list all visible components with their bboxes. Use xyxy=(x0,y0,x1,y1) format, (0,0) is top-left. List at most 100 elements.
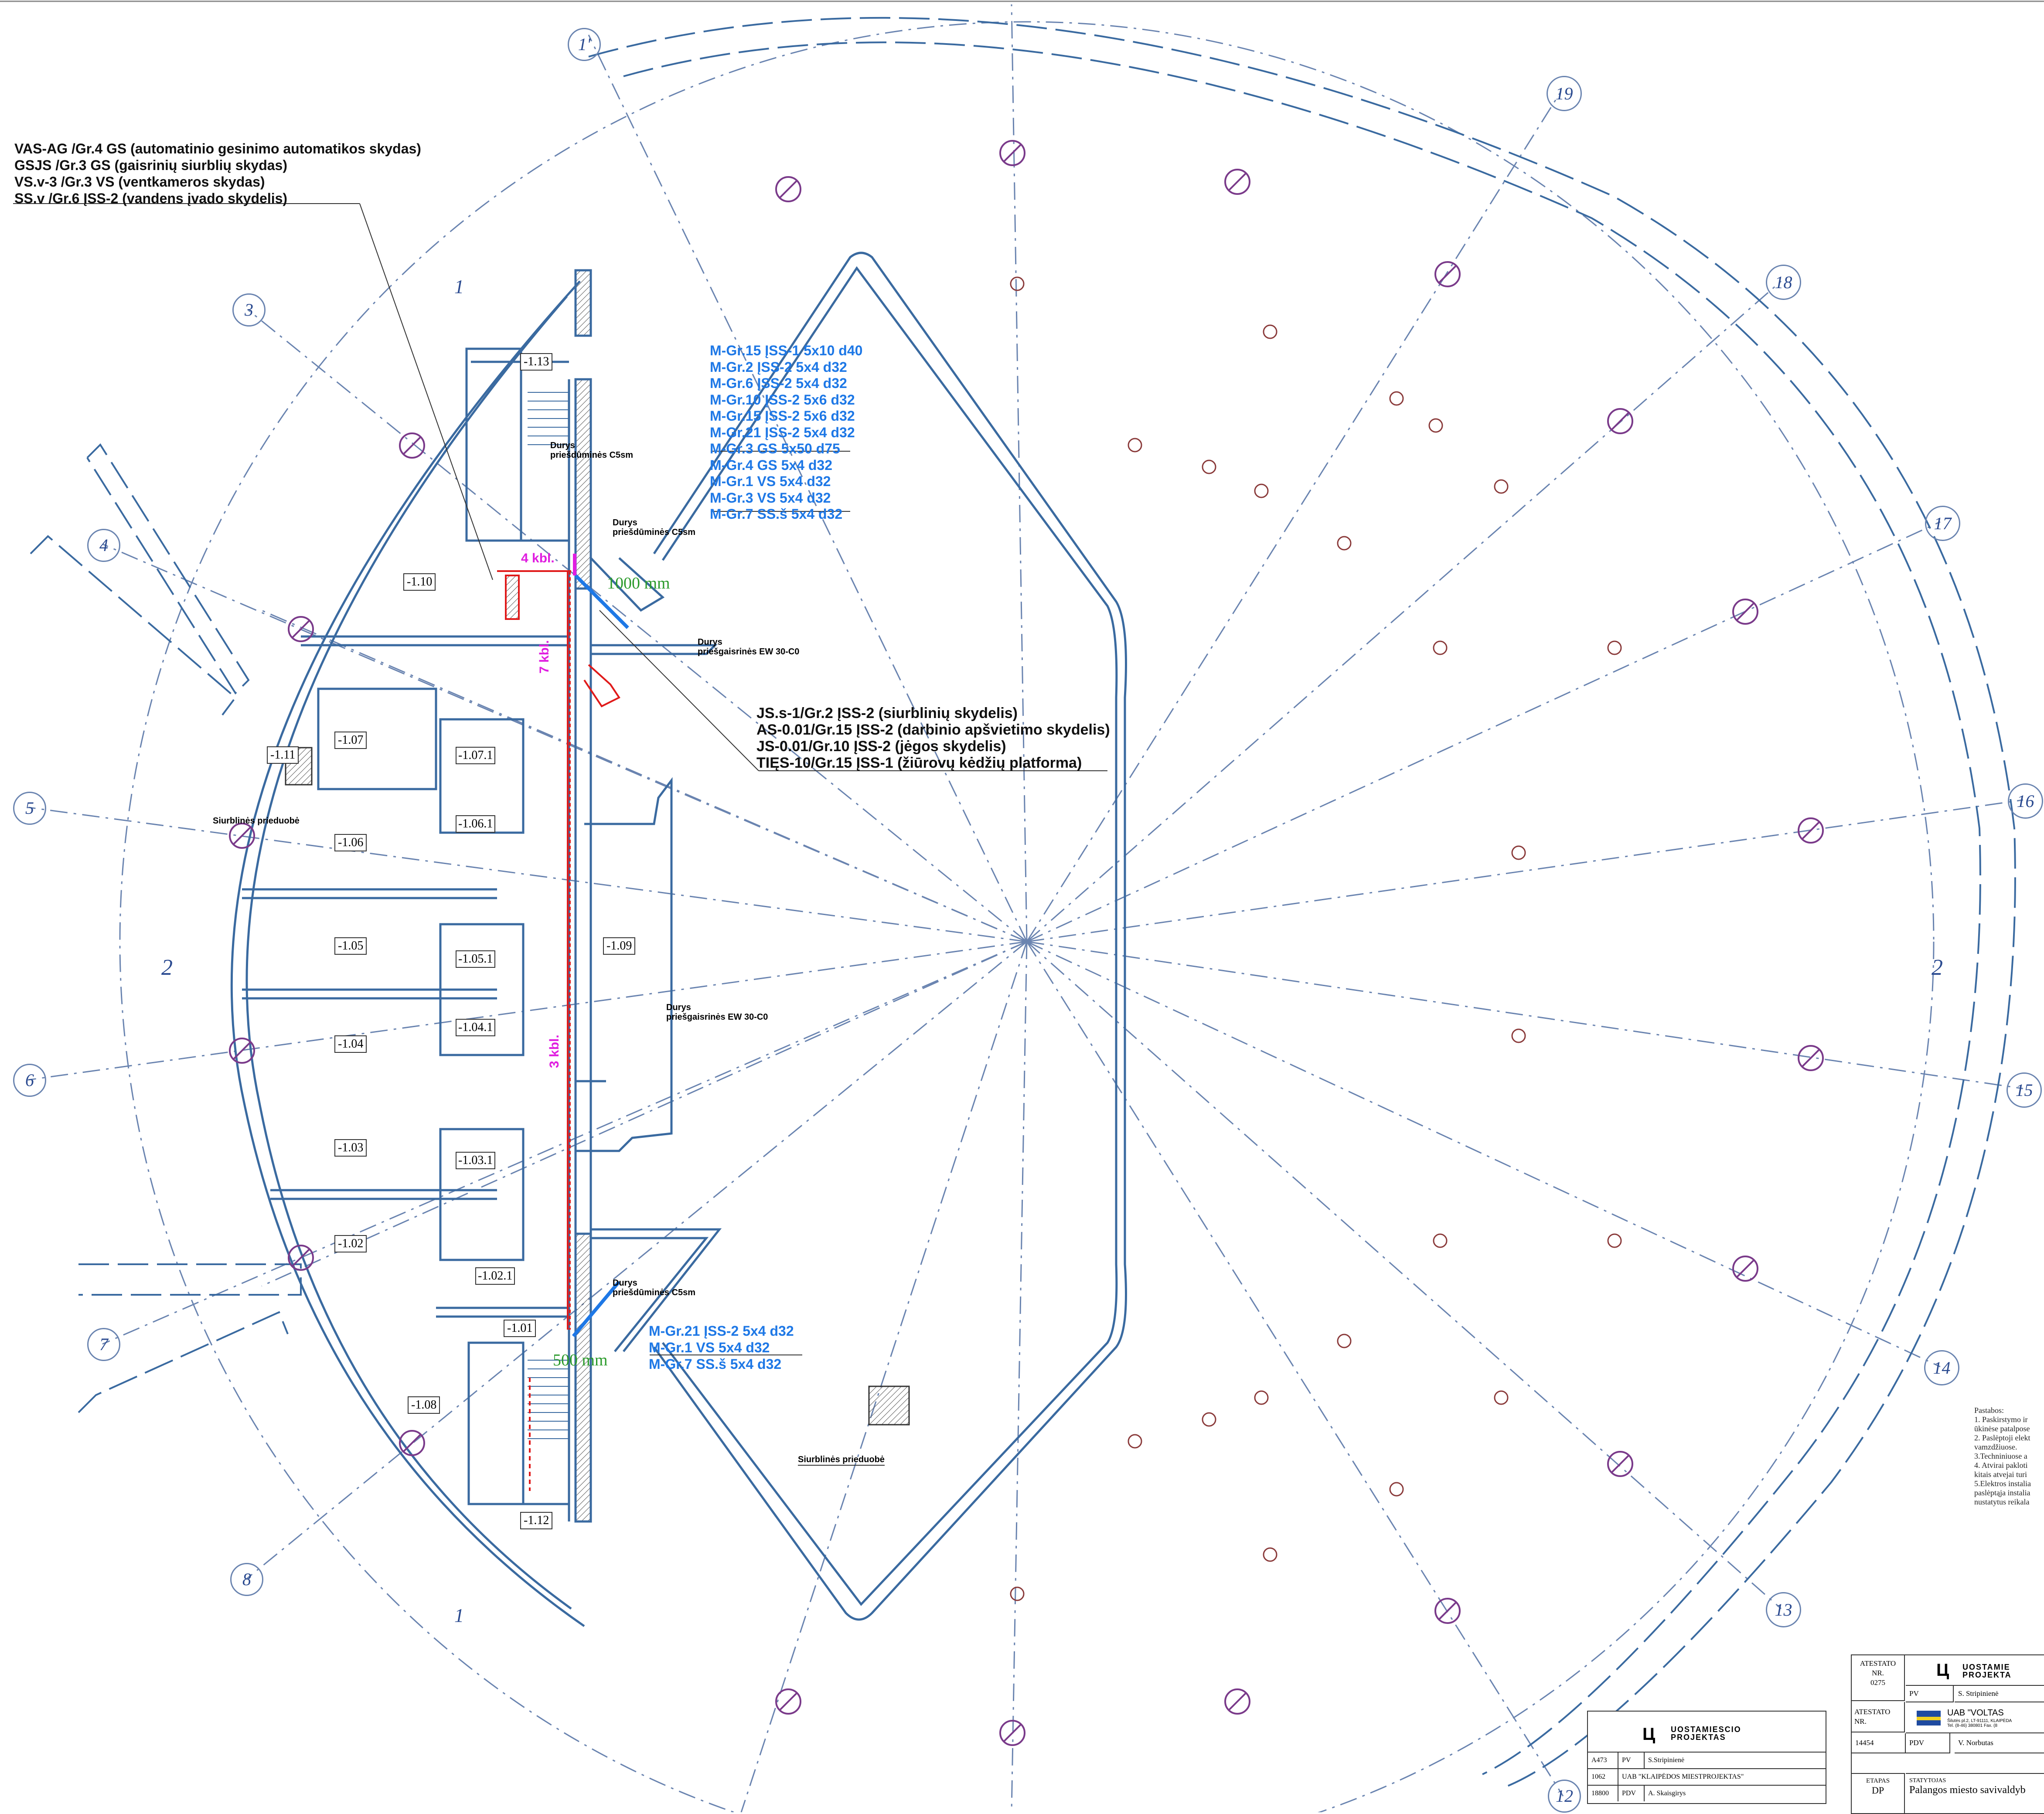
column-hatch xyxy=(1736,1259,1755,1278)
axis-label-5: 5 xyxy=(13,792,46,825)
stamp-big-pv: PV xyxy=(1906,1686,1954,1702)
notes-right: Pastabos: 1. Paskirstymo ir ūkinėse pata… xyxy=(1974,1406,2031,1506)
room-1-07: -1.07 xyxy=(334,732,367,749)
axis-label-7: 7 xyxy=(87,1328,120,1361)
stamp-big-pv-name: S. Stripinienė xyxy=(1955,1686,2044,1702)
column-marker xyxy=(288,1245,314,1271)
section-mark-top: 1 xyxy=(454,276,464,297)
stamp-volta-sub: Šilutės pl.2, LT-91111, KLAIPĖDA Tel. (8… xyxy=(1947,1719,2012,1728)
cable-list-top: M-Gr.15 ĮSS-1 5x10 d40 M-Gr.2 ĮSS-2 5x4 … xyxy=(710,343,863,522)
flag-icon xyxy=(1917,1711,1941,1726)
columns xyxy=(229,140,1824,1746)
grid-axis-line xyxy=(1026,941,1941,1368)
grid-axis-line xyxy=(588,34,1028,942)
room-1-05: -1.05 xyxy=(334,937,367,955)
column-hatch xyxy=(1801,1048,1820,1068)
seat-marker xyxy=(1128,1434,1142,1449)
column-hatch xyxy=(1438,265,1457,284)
seat-marker xyxy=(1428,418,1443,433)
cable-list-bottom: M-Gr.21 ĮSS-2 5x4 d32 M-Gr.1 VS 5x4 d32 … xyxy=(649,1323,794,1372)
logo-icon: Ц xyxy=(1642,1725,1656,1744)
room-1-03-1: -1.03.1 xyxy=(456,1152,496,1169)
grid-axis-line xyxy=(247,309,1027,943)
seat-marker xyxy=(1010,1586,1025,1601)
panel-note-mid: JS.s-1/Gr.2 ĮSS-2 (siurblinių skydelis) … xyxy=(756,705,1110,771)
grid-axis-line xyxy=(1026,941,1782,1610)
column-hatch xyxy=(1736,602,1755,621)
central-lens-wall xyxy=(653,252,1127,1621)
room-1-03: -1.03 xyxy=(334,1139,367,1157)
room-1-09: -1.09 xyxy=(603,937,636,955)
stamp-small: Ц UOSTAMIESCIO PROJEKTAS A473 PV S.Strip… xyxy=(1587,1711,1826,1804)
kbl-7: 7 kbl. xyxy=(537,640,552,674)
stamp-volta-name: UAB "VOLTAS xyxy=(1947,1708,2004,1718)
room-1-10: -1.10 xyxy=(403,573,436,591)
column-hatch xyxy=(1801,821,1820,840)
stamp-big-pdv-name: V. Norbutas xyxy=(1955,1733,2044,1753)
grid-axis-line xyxy=(261,609,1027,943)
room-1-02: -1.02 xyxy=(334,1235,367,1252)
column-marker xyxy=(1224,1688,1250,1715)
grid-axis-line xyxy=(740,941,1028,1812)
column-hatch xyxy=(232,1041,252,1060)
grid-axis-line xyxy=(1026,799,2024,943)
seat-marker xyxy=(1263,324,1278,339)
room-1-07-1: -1.07.1 xyxy=(456,747,496,764)
pit-bottom-label: Siurblinės prieduobė xyxy=(798,1455,885,1466)
seat-marker xyxy=(1254,1390,1269,1405)
stamp-small-company: UOSTAMIESCIO PROJEKTAS xyxy=(1671,1725,1741,1742)
stamp-etapas: ETAPAS DP xyxy=(1852,1773,1905,1813)
seat-marker xyxy=(1128,438,1142,453)
seat-marker xyxy=(1389,1482,1404,1497)
column-hatch xyxy=(291,1248,310,1267)
seat-marker xyxy=(1511,1028,1526,1043)
seat-marker xyxy=(1511,845,1526,860)
dim-500: 500 mm xyxy=(553,1351,608,1369)
axis-label-1p: 1' xyxy=(568,28,601,61)
kbl-4: 4 kbl. xyxy=(521,551,555,565)
room-1-02-1: -1.02.1 xyxy=(475,1267,515,1285)
column-marker xyxy=(1434,1598,1461,1624)
seat-marker xyxy=(1389,391,1404,406)
outer-facade xyxy=(588,17,2016,1788)
section-label-2-left: 2 xyxy=(161,955,173,980)
room-1-11: -1.11 xyxy=(267,746,299,764)
grid-axis-line xyxy=(28,807,1027,943)
column-marker xyxy=(1607,408,1633,434)
seat-marker xyxy=(1202,1412,1216,1427)
room-1-08: -1.08 xyxy=(408,1396,440,1414)
column-marker xyxy=(1732,599,1758,625)
column-hatch xyxy=(1611,412,1630,431)
stamp-small-row-3: 18800 PDV A. Skaisgirys xyxy=(1588,1786,1826,1801)
axis-label-14: 14 xyxy=(1924,1350,1959,1385)
stamp-big-company: UOSTAMIE PROJEKTA xyxy=(1962,1663,2012,1679)
stamp-big-pdv: PDV xyxy=(1906,1733,1950,1753)
seat-marker xyxy=(1337,1334,1352,1348)
seat-marker xyxy=(1607,1233,1622,1248)
seat-marker xyxy=(1254,483,1269,498)
axis-label-4: 4 xyxy=(87,529,120,562)
room-1-06-1: -1.06.1 xyxy=(456,815,496,833)
column-marker xyxy=(1607,1451,1633,1477)
grid-axis-line xyxy=(1011,941,1028,1812)
stamp-small-row-2: 1062 UAB "KLAIPĖDOS MIESTPROJEKTAS" xyxy=(1588,1769,1826,1786)
column-marker xyxy=(999,140,1025,166)
column-marker xyxy=(288,616,314,642)
panel-note-top-left: VAS-AG /Gr.4 GS (automatinio gesinimo au… xyxy=(14,141,421,206)
grid-axis-line xyxy=(1026,941,2024,1089)
room-1-05-1: -1.05.1 xyxy=(456,950,496,968)
seat-marker xyxy=(1607,640,1622,655)
dim-1000: 1000 mm xyxy=(607,574,670,592)
seat-marker xyxy=(1010,276,1025,291)
section-mark-bottom: 1 xyxy=(454,1605,464,1626)
axis-label-8: 8 xyxy=(230,1563,263,1596)
stamp-small-logo: Ц UOSTAMIESCIO PROJEKTAS xyxy=(1588,1712,1826,1753)
axis-grid xyxy=(28,4,2024,1812)
column-marker xyxy=(1798,1045,1824,1071)
seat-markers xyxy=(1010,276,1622,1601)
stamp-volta: UAB "VOLTAS Šilutės pl.2, LT-91111, KLAI… xyxy=(1906,1702,2044,1733)
room-1-04: -1.04 xyxy=(334,1035,367,1053)
